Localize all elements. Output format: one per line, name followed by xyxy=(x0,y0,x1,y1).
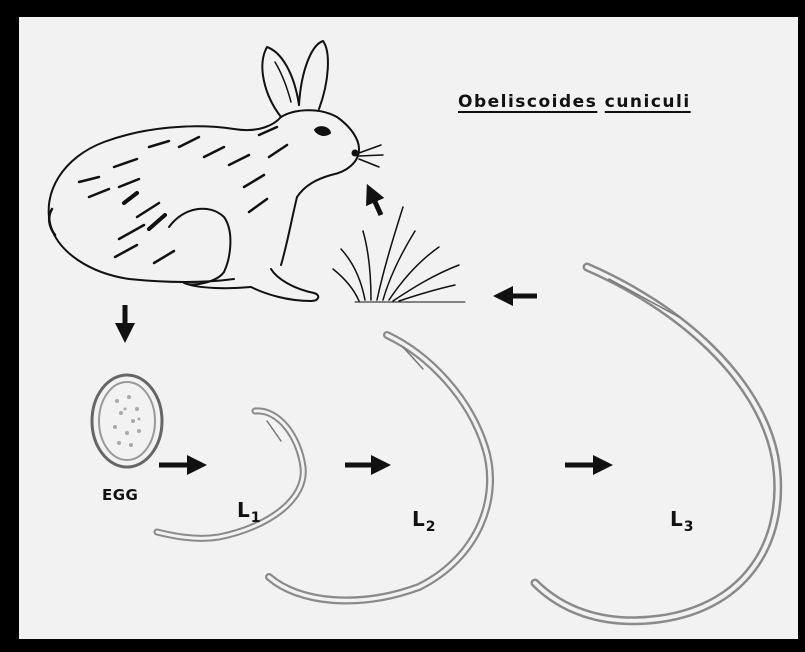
egg-illustration xyxy=(92,375,162,467)
l3-label: L3 xyxy=(670,507,694,535)
egg-label: EGG xyxy=(102,486,138,504)
l2-letter: L xyxy=(412,507,425,531)
title-species: cuniculi xyxy=(605,92,691,112)
l1-subscript: 1 xyxy=(251,510,261,526)
larva-l3-illustration xyxy=(535,267,778,621)
title-genus: Obeliscoides xyxy=(458,92,597,112)
l1-letter: L xyxy=(237,498,250,522)
l3-subscript: 3 xyxy=(684,519,694,535)
arrow-grass-to-rabbit xyxy=(371,193,381,215)
rabbit-illustration xyxy=(49,41,383,301)
diagram-title: Obeliscoides cuniculi xyxy=(458,92,691,112)
l2-subscript: 2 xyxy=(426,519,436,535)
grass-illustration xyxy=(333,207,465,302)
l2-label: L2 xyxy=(412,507,436,535)
diagram-canvas: Obeliscoides cuniculi EGG L1 L2 L3 xyxy=(19,17,798,639)
l1-label: L1 xyxy=(237,498,261,526)
l3-letter: L xyxy=(670,507,683,531)
larva-l1-illustration xyxy=(157,411,303,538)
